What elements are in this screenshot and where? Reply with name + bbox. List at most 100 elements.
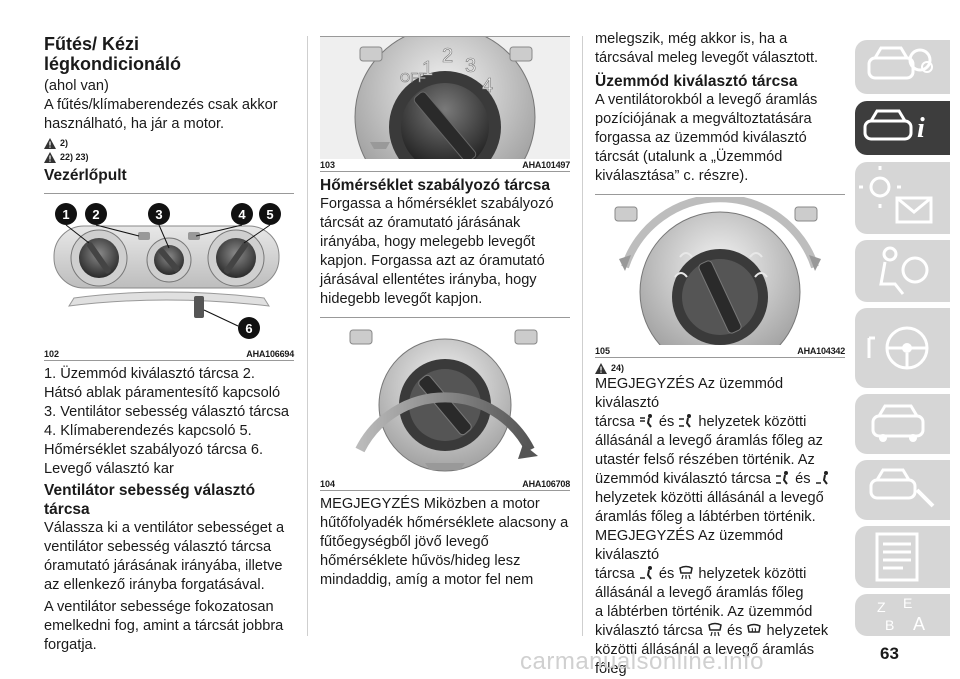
paragraph-where: (ahol van) [44,78,109,94]
text-line: közötti állásánál a levegő áramlás főleg [595,642,815,677]
tab-car-info[interactable] [855,40,950,94]
steering-wheel-icon [867,326,929,370]
alphabet-index-icon: Z EB A [877,595,925,634]
car-front-icon [871,404,925,442]
text-line: MEGJEGYZÉS Az üzemmód kiválasztó [595,528,784,563]
column-left: Fűtés/ Kézi légkondicionáló (ahol van) A… [44,0,294,655]
face-foot-vent-icon [776,471,789,485]
legend-item: 1. Üzemmód kiválasztó tárcsa 2. [44,366,255,382]
tab-car-service[interactable] [855,460,950,520]
legend-item: Hátsó ablak páramentesítő kapcsoló [44,385,281,401]
text-line: üzemmód kiválasztó tárcsa és [595,470,845,489]
tab-steering[interactable] [855,308,950,388]
svg-text:B: B [885,617,894,633]
note-ref: 2) [60,138,69,148]
legend-item: Hőmérséklet szabályozó tárcsa 6. [44,442,263,458]
callout-2: 2 [92,207,99,222]
car-info-icon [867,46,933,80]
figure-caption: 105 AHA104342 [595,346,845,356]
dial-label-3: 3 [465,55,476,77]
paragraph-temperature: Forgassa a hőmérséklet szabályozó tárcsá… [320,196,554,307]
svg-text:i: i [917,113,925,144]
text-line: tárcsa és helyzetek közötti [595,414,807,430]
figure-caption: 102 AHA106694 [44,349,294,359]
figure-temperature-dial [320,320,570,478]
callout-1: 1 [62,207,69,222]
figure-control-panel: 1 2 3 4 5 6 [44,198,294,348]
callout-6: 6 [245,321,252,336]
figure-code: AHA106694 [246,349,294,359]
warning-note-2: 22) 23) [44,150,294,164]
warning-icon [595,362,607,374]
figure-code: AHA104342 [797,346,845,356]
figure-mode-dial [595,194,845,373]
text-line: kiválasztó tárcsa és helyzetek [595,622,829,639]
fan-dial-illustration: OFF 1 2 3 4 [320,26,570,208]
legend-list: 1. Üzemmód kiválasztó tárcsa 2. Hátsó ab… [44,365,294,479]
text-line: MEGJEGYZÉS Az üzemmód kiválasztó [595,376,784,411]
paragraph-fan-2: A ventilátor sebessége fokozatosan emelk… [44,599,284,653]
warning-note-1: 2) [44,136,294,150]
face-vent-icon [639,414,652,428]
warning-icon [44,151,56,163]
svg-text:E: E [903,595,912,611]
dial-label-2: 2 [442,45,453,67]
heading-fan-speed: Ventilátor sebesség választó tárcsa [44,482,256,518]
column-right: melegszik, még akkor is, ha a tárcsával … [595,0,845,679]
dial-label-1: 1 [422,58,433,80]
column-middle: OFF 1 2 3 4 103 AHA101497 Hőmérséklet sz… [320,0,570,590]
paragraph-note-coolant: MEGJEGYZÉS Miközben a motor hűtőfolyadék… [320,496,569,588]
column-divider [307,36,308,636]
text-line: tárcsa és helyzetek közötti [595,565,807,582]
text-line: a lábtérben történik. Az üzemmód [595,604,813,620]
heading-temperature: Hőmérséklet szabályozó tárcsa [320,177,551,194]
note-ref: 22) 23) [60,152,89,162]
heading-mode-selector: Üzemmód kiválasztó tárcsa [595,73,798,90]
figure-number: 102 [44,349,60,359]
tab-airbag[interactable] [855,240,950,302]
warning-icon [44,137,56,149]
temperature-dial-illustration [349,329,538,472]
tab-car-info-active[interactable]: i [855,101,950,155]
mode-dial-illustration [614,194,821,373]
paragraph-mode: A ventilátorokból a levegő áramlás pozíc… [595,92,818,184]
heading-control-panel: Vezérlőpult [44,167,127,184]
column-divider [582,36,583,636]
section-title-2: légkondicionáló [44,54,182,74]
figure-number: 103 [320,160,336,170]
figure-caption: 104 AHA106708 [320,479,570,489]
warning-note-3: 24) [595,361,845,375]
paragraph-continued: melegszik, még akkor is, ha a tárcsával … [595,31,819,66]
tab-car-front[interactable] [855,394,950,454]
foot-vent-icon [815,471,828,485]
figure-number: 104 [320,479,336,489]
face-foot-vent-icon [679,414,692,428]
airbag-icon [879,246,929,295]
foot-defrost-icon [708,622,722,637]
legend-item: Levegő választó kar [44,461,174,477]
paragraph-intro: A fűtés/klímaberendezés csak akkor haszn… [44,97,278,132]
watermark: carmanualsonline.info [520,648,764,675]
text-line: állásánál a levegő áramlás főleg az [595,433,823,449]
note-ref: 24) [611,363,625,373]
text-line: állásánál a levegő áramlás főleg [595,585,804,601]
section-title: Fűtés/ Kézi [44,34,140,54]
control-panel-illustration: 1 2 3 4 5 6 [53,203,281,339]
foot-vent-icon [639,566,652,580]
tab-technical-data[interactable] [855,526,950,588]
tab-warning-lights[interactable] [855,162,950,234]
callout-3: 3 [155,207,162,222]
text-line: helyzetek közötti állásánál a levegő [595,490,824,506]
defrost-icon [747,623,762,633]
paragraph-fan-1: Válassza ki a ventilátor sebességet a ve… [44,520,285,593]
legend-item: 3. Ventilátor sebesség választó tárcsa [44,404,289,420]
callout-5: 5 [266,207,273,222]
svg-text:A: A [913,614,925,634]
figure-code: AHA101497 [522,160,570,170]
foot-defrost-icon [679,565,694,580]
document-list-icon [875,532,919,582]
legend-item: 4. Klímaberendezés kapcsoló 5. [44,423,252,439]
svg-text:Z: Z [877,599,886,615]
car-i-icon: i [863,109,925,144]
